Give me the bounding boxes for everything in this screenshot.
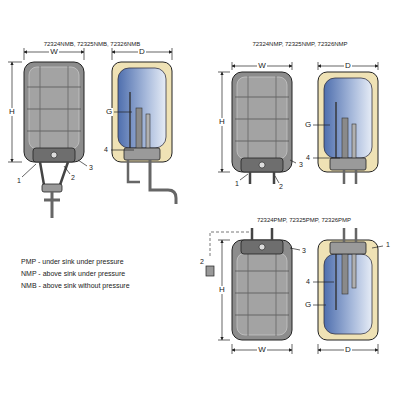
callout-number: 1 xyxy=(234,180,240,188)
note: PMP - under sink under pressure xyxy=(20,258,125,266)
callout-number: 3 xyxy=(298,161,304,169)
dimension-label: H xyxy=(8,108,16,117)
nmp-dimensions xyxy=(218,62,378,183)
callout-number: 1 xyxy=(385,241,391,249)
dimension-label: G xyxy=(304,121,312,130)
nmb-cut-view xyxy=(112,62,176,204)
dimension-label: D xyxy=(138,48,146,57)
callout-number: 1 xyxy=(16,177,22,185)
dimension-label: W xyxy=(49,48,59,57)
callout-number: 4 xyxy=(103,146,109,154)
dimension-label: H xyxy=(218,286,226,295)
callout-number: 3 xyxy=(301,247,307,255)
note: NMB - above sink without pressure xyxy=(20,282,131,290)
callout-number: 2 xyxy=(70,174,76,182)
pmp-dimensions xyxy=(218,240,383,354)
callout-number: 2 xyxy=(278,183,284,191)
model-heading: 72324NMB, 72325NMB, 72326NMB xyxy=(43,41,142,48)
note: NMP - above sink under pressure xyxy=(20,270,126,278)
dimension-label: W xyxy=(257,346,267,355)
nmb-dimensions xyxy=(8,48,172,177)
dimension-label: W xyxy=(257,62,267,71)
callout-number: 4 xyxy=(305,154,311,162)
model-heading: 72324NMP, 72325NMP, 72326NMP xyxy=(251,41,348,48)
dimension-label: G xyxy=(105,108,113,117)
callout-number: 4 xyxy=(305,278,311,286)
pmp-cut-view xyxy=(318,228,378,340)
pmp-front-view xyxy=(206,228,292,340)
dimension-label: D xyxy=(344,62,352,71)
dimension-label: G xyxy=(304,301,312,310)
dimension-label: H xyxy=(218,118,226,127)
nmp-front-view xyxy=(232,72,292,184)
callout-number: 2 xyxy=(199,258,205,266)
nmb-front-view xyxy=(24,62,84,218)
nmp-cut-view xyxy=(318,72,378,184)
dimension-label: D xyxy=(344,346,352,355)
callout-number: 3 xyxy=(88,164,94,172)
model-heading: 72324PMP, 72325PMP, 72326PMP xyxy=(256,217,352,224)
